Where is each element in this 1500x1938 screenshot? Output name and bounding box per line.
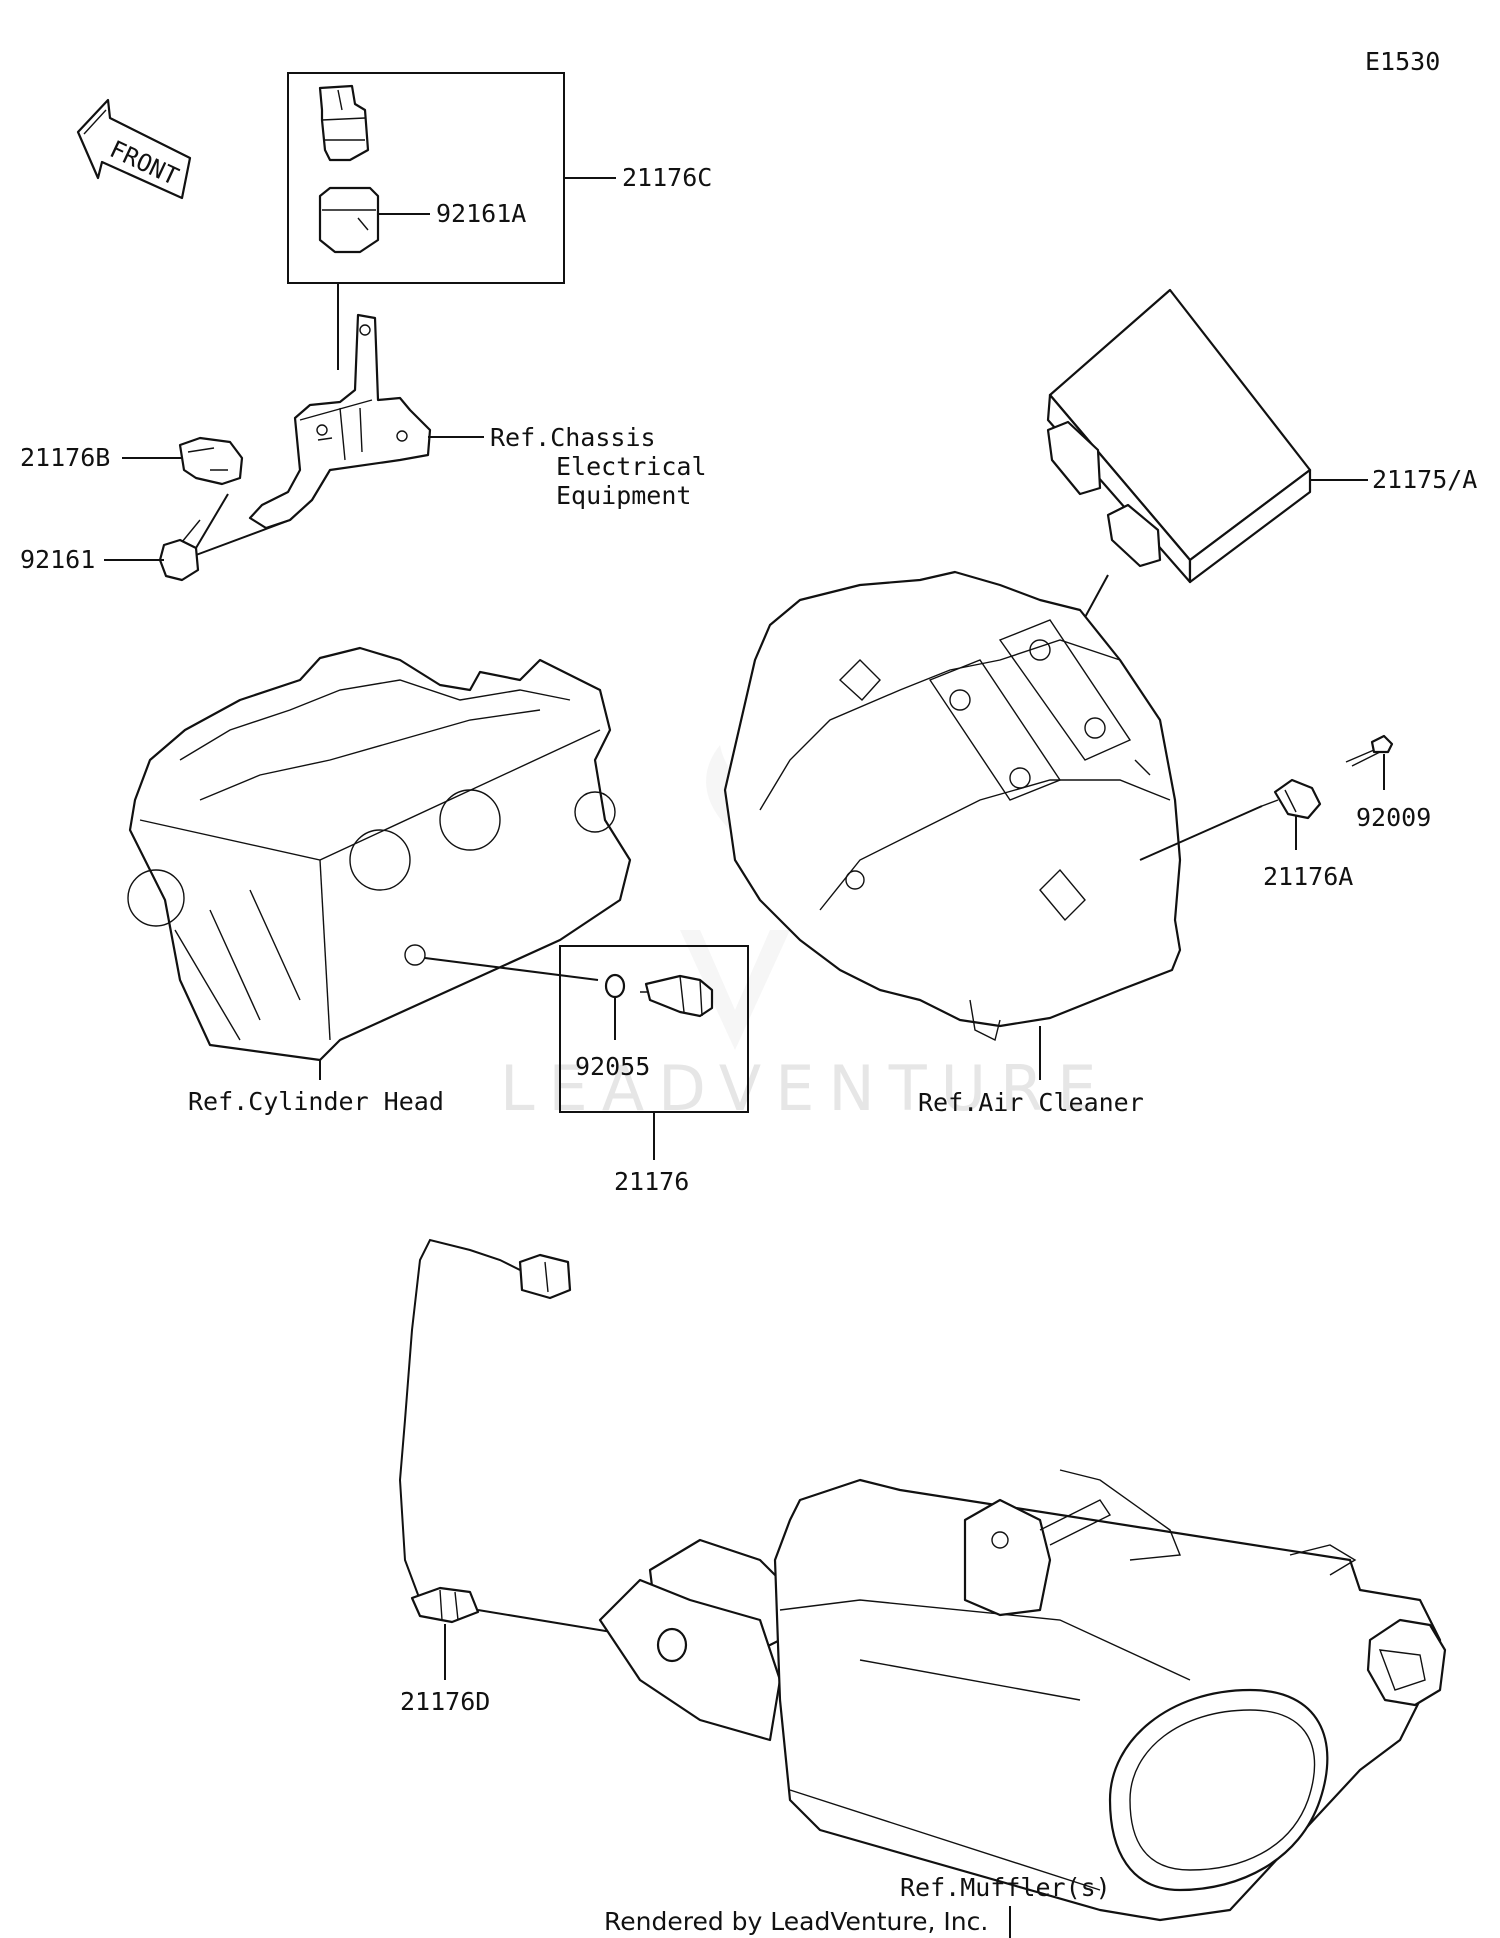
label-92055: 92055 <box>575 1052 650 1081</box>
oxygen-sensor-21176D-part <box>398 1238 572 1624</box>
label-21176B: 21176B <box>20 443 110 472</box>
ref-cylinder-head: Ref.Cylinder Head <box>188 1087 444 1116</box>
sensor-21176B-part <box>178 436 244 486</box>
ref-muffler: Ref.Muffler(s) <box>900 1873 1111 1902</box>
ecu-21175A-part <box>1046 288 1312 584</box>
label-21176: 21176 <box>614 1167 689 1196</box>
label-92009: 92009 <box>1356 803 1431 832</box>
washer-92055-part <box>604 973 626 999</box>
chassis-bracket-part <box>248 313 432 530</box>
sensor-21176A-part <box>1261 778 1322 820</box>
label-92161A: 92161A <box>436 199 526 228</box>
label-21176D: 21176D <box>400 1687 490 1716</box>
ref-chassis-3: Equipment <box>556 481 691 510</box>
bolt-92009-part <box>1345 734 1394 767</box>
label-21176C: 21176C <box>622 163 712 192</box>
muffler-part <box>598 1469 1447 1922</box>
ref-chassis-1: Ref.Chassis <box>490 423 656 452</box>
relay-92161A-part <box>318 186 380 254</box>
relay-cap-part <box>318 84 370 162</box>
label-21176A: 21176A <box>1263 862 1353 891</box>
temp-sensor-21176-part <box>640 974 714 1018</box>
footer-credit: Rendered by LeadVenture, Inc. <box>604 1907 988 1936</box>
label-92161: 92161 <box>20 545 95 574</box>
ref-air-cleaner: Ref.Air Cleaner <box>918 1088 1144 1117</box>
front-arrow-icon <box>76 98 192 200</box>
label-21175A: 21175/A <box>1372 465 1477 494</box>
air-cleaner-part <box>723 570 1182 1042</box>
ref-chassis-2: Electrical <box>556 452 707 481</box>
bolt-92161-part <box>158 519 201 582</box>
cylinder-head-part <box>127 646 632 1062</box>
diagram-code: E1530 <box>1365 47 1440 76</box>
